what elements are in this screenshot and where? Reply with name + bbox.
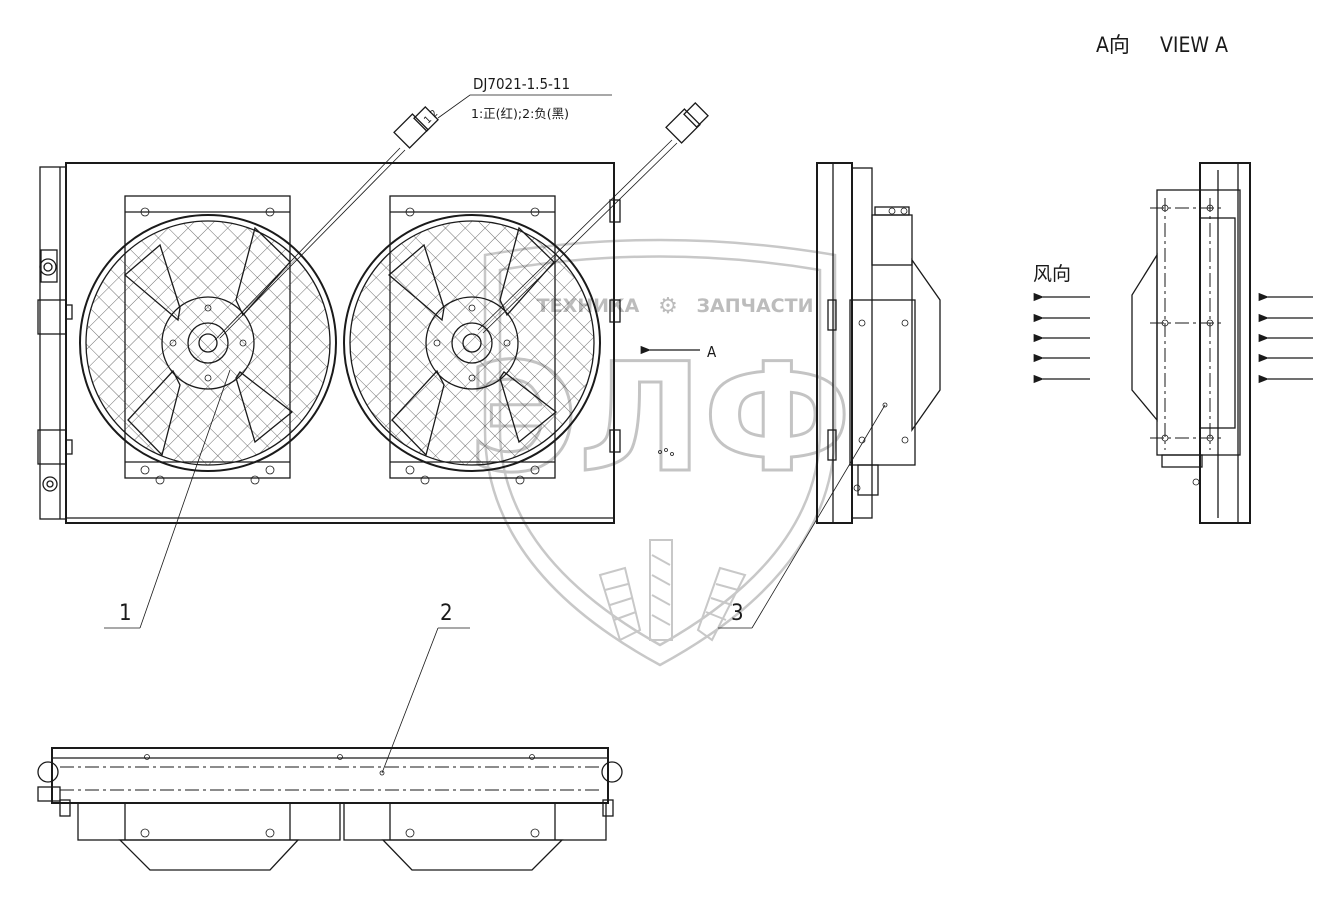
side-view	[816, 162, 941, 524]
watermark-gear-icon: ⚙	[658, 294, 678, 319]
fan-1	[79, 195, 337, 485]
connector-1	[393, 113, 429, 149]
bottom-radiator-tank	[51, 747, 609, 804]
bottom-view	[37, 747, 623, 871]
connector-2	[665, 108, 701, 144]
wind-arrows-left	[1033, 292, 1090, 384]
wind-arrows-right	[1258, 292, 1313, 384]
side-fan-shroud	[911, 257, 941, 433]
fan-2	[343, 195, 601, 485]
left-bracket-upper	[37, 299, 67, 335]
bottom-right-pipe	[601, 761, 623, 783]
callout-1: 1	[104, 369, 231, 629]
callout-3: 3	[718, 404, 886, 629]
view-a-fan-shroud	[1131, 252, 1158, 422]
side-fan-motor-housing	[871, 214, 913, 266]
view-a-radiator-core	[1199, 162, 1251, 524]
view-a-title-en: VIEW A	[1160, 33, 1228, 57]
bottom-fan-1-motor	[118, 839, 300, 871]
bottom-fan-2-motor	[381, 839, 564, 871]
fan-2-hub	[451, 322, 493, 364]
view-a: A向 VIEW A 风向	[1033, 33, 1313, 524]
bottom-fan-2-shroud	[343, 802, 607, 841]
callout-1-label: 1	[119, 601, 132, 626]
callout-2-label: 2	[440, 601, 453, 626]
bottom-fan-1-shroud	[77, 802, 341, 841]
wiring-harness: 1 2 DJ7021-1.5-11 1:正(红);2:负(黑)	[214, 75, 709, 341]
callout-2: 2	[381, 601, 470, 774]
connector-pin-marks: 1 2	[422, 108, 440, 126]
watermark-wheat-icon	[598, 539, 747, 642]
watermark-text-right: ЗАПЧАСТИ	[697, 295, 814, 317]
left-side-rail	[39, 166, 67, 520]
left-inlet-pipe	[39, 258, 57, 276]
callout-3-label: 3	[731, 601, 744, 626]
wind-direction-label: 风向	[1033, 263, 1071, 285]
side-motor-bracket	[849, 299, 916, 466]
harness-pin-legend: 1:正(红);2:负(黑)	[471, 106, 569, 121]
fan-1-hub	[187, 322, 229, 364]
view-a-arrow-label: A	[707, 343, 717, 361]
left-drain-plug	[42, 476, 58, 492]
view-a-title-cn: A向	[1096, 33, 1130, 57]
bottom-left-pipe	[37, 761, 59, 783]
harness-part-number: DJ7021-1.5-11	[473, 75, 570, 93]
left-bracket-lower	[37, 429, 67, 465]
front-view: 1 2 DJ7021-1.5-11 1:正(红);2:负(黑) A	[37, 75, 717, 524]
